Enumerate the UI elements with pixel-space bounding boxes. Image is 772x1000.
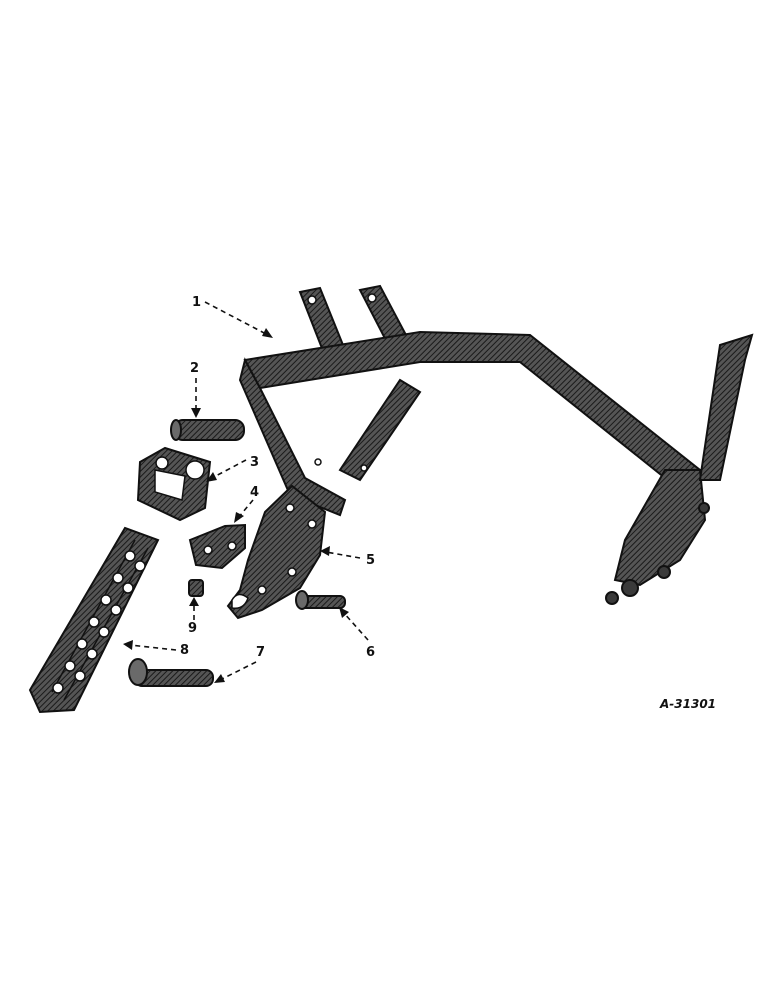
figure-id: A-31301 [659,697,716,711]
callout-6: 6 [366,645,375,660]
callout-9: 9 [188,621,197,636]
leader-lines [123,301,369,683]
leader-7 [219,661,257,681]
leader-8 [129,644,177,651]
callout-1: 1 [192,295,201,310]
callout-5: 5 [366,553,375,568]
bushing [188,579,204,597]
callout-7: 7 [256,645,265,660]
clevis [136,446,212,522]
leader-5 [325,551,361,559]
callout-4: 4 [250,485,259,500]
drawbar-frame [238,284,754,605]
callout-3: 3 [250,455,259,470]
callout-8: 8 [180,643,189,658]
bolt [295,590,346,610]
bracket [188,523,246,570]
pin [170,419,245,441]
leader-1 [204,301,269,336]
hitch-pin [128,658,214,687]
leader-3 [211,459,247,479]
drawbar [28,526,160,714]
hook-plate [226,484,327,620]
callout-2: 2 [190,361,199,376]
leader-6 [342,611,369,641]
